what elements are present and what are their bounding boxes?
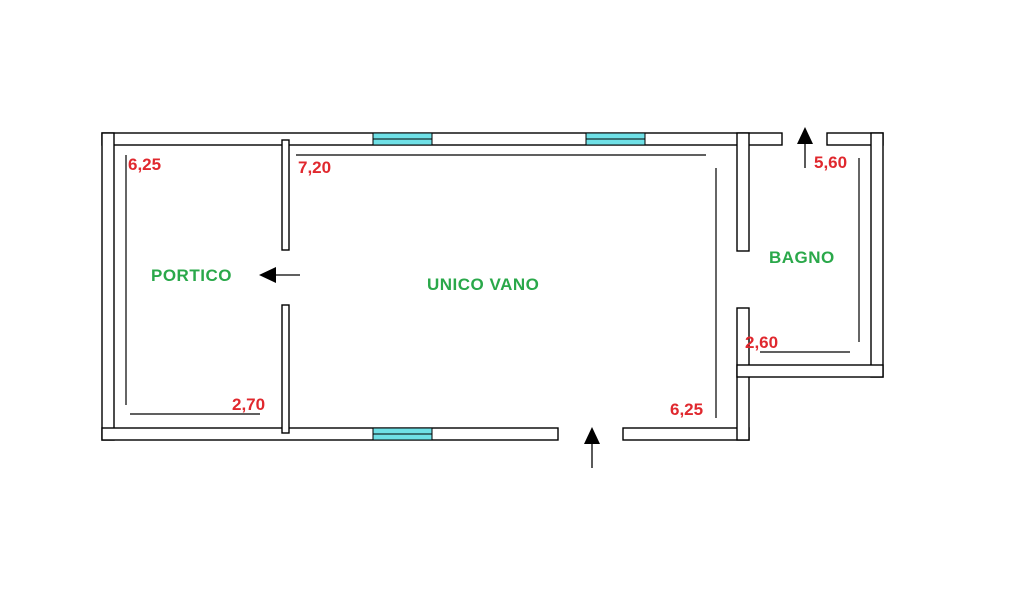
dim-label-vano-length: 7,20: [298, 158, 331, 177]
wall-portico-divider-lower: [281, 304, 290, 434]
wall-portico-divider-upper: [281, 139, 290, 251]
wall-bottom-right: [622, 427, 750, 441]
dim-label-portico-width: 2,70: [232, 395, 265, 414]
walls: [101, 132, 884, 441]
wall-vano-bagno-upper: [736, 132, 750, 252]
dimension-lines: [130, 351, 850, 415]
windows: [372, 132, 646, 441]
room-label-unico-vano: UNICO VANO: [427, 275, 539, 294]
wall-bagno-bottom: [736, 364, 884, 378]
window-top-left: [372, 132, 433, 146]
wall-bagno-right: [870, 132, 884, 378]
arrow-up-icon: [797, 127, 813, 144]
dim-label-bagno-width: 2,60: [745, 333, 778, 352]
room-label-bagno: BAGNO: [769, 248, 835, 267]
dim-label-portico-length: 6,25: [128, 155, 161, 174]
dim-label-vano-width: 6,25: [670, 400, 703, 419]
arrow-left-icon: [259, 267, 276, 283]
bagno-entrance-arrow: [797, 127, 813, 168]
window-top-right: [585, 132, 646, 146]
arrow-up-icon: [584, 427, 600, 444]
portico-access-arrow: [259, 267, 300, 283]
dim-label-bagno-length: 5,60: [814, 153, 847, 172]
room-label-portico: PORTICO: [151, 266, 232, 285]
window-bottom: [372, 427, 433, 441]
wall-bottom-left: [101, 427, 559, 441]
wall-top: [101, 132, 783, 146]
main-entrance-arrow: [584, 427, 600, 468]
wall-left: [101, 132, 115, 441]
